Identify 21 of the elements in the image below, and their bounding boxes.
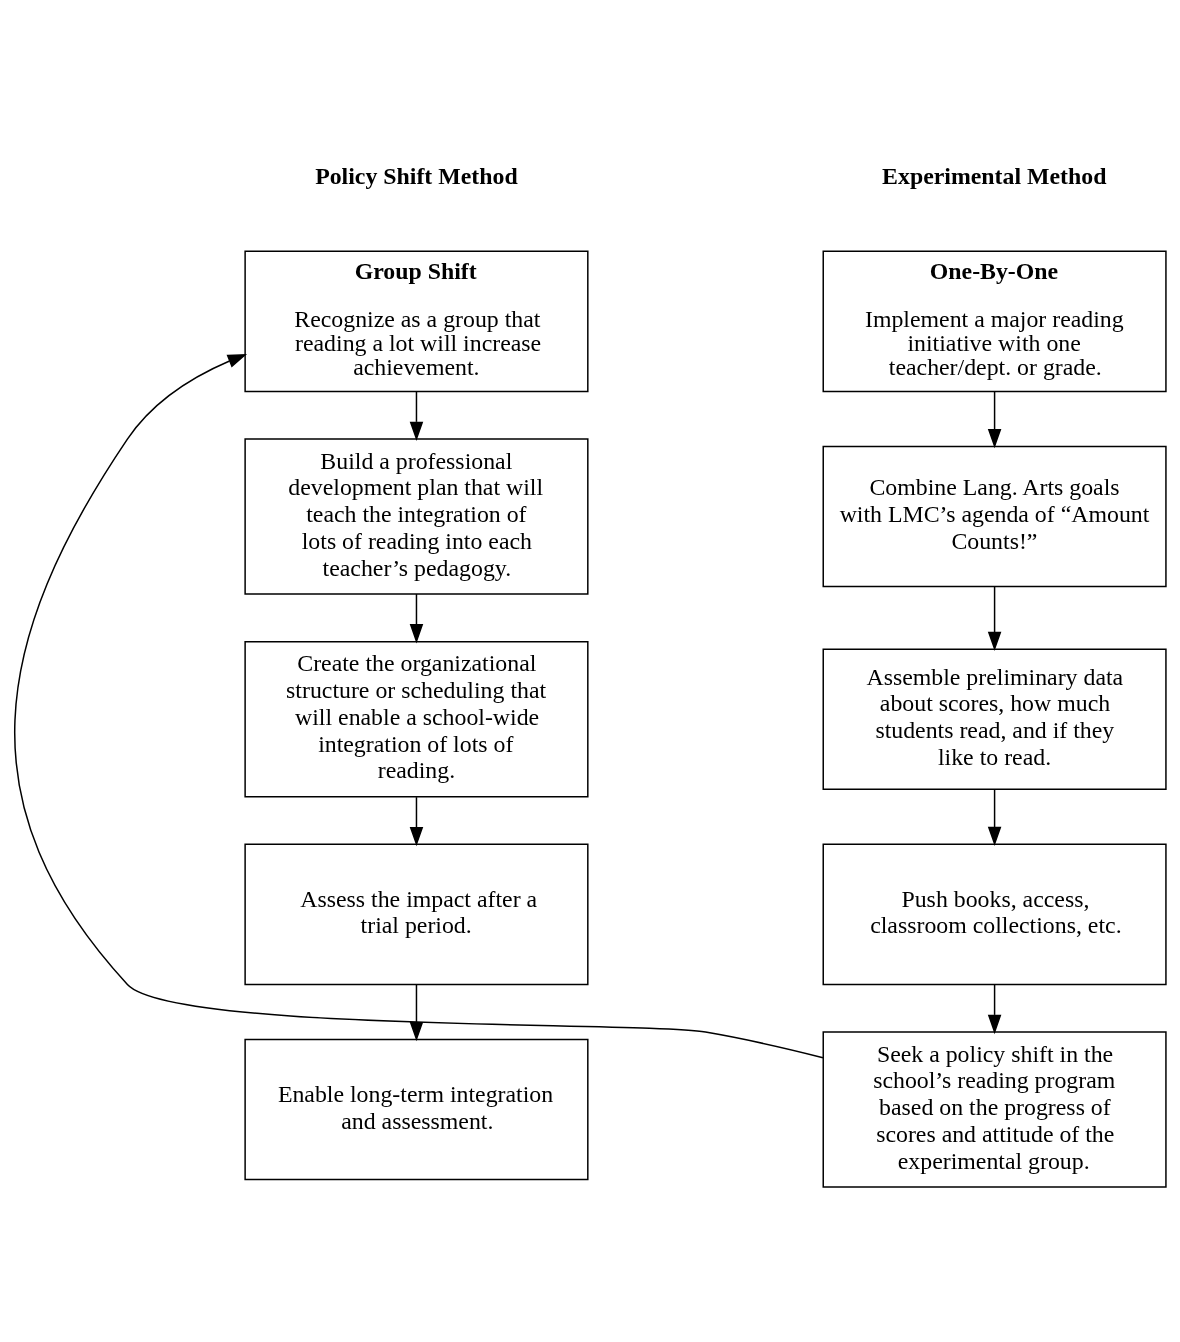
node-box: Assemble preliminary data about scores, how much students read, and if they like to read. [822, 647, 1167, 790]
node-box: Build a professional development plan that will teach the integration of lots of reading into each teacher’s pedagogy. [244, 437, 589, 595]
arrow [987, 390, 1002, 448]
arrow [409, 592, 424, 643]
node-box: Combine Lang. Arts goals with LMC’s agenda of “Amount Counts!” [822, 445, 1167, 587]
node-box: Group Shift Recognize as a group that reading a lot will increase achievement. [244, 250, 589, 392]
arrow [987, 585, 1002, 651]
node-box: Seek a policy shift in the school’s reading program based on the progress of scores and attitude of the experimental group. [822, 1030, 1167, 1188]
node-box: Enable long-term integration and assessment. [244, 1038, 589, 1180]
arrow [14, 353, 824, 1058]
arrow [409, 390, 424, 441]
node-box: Assess the impact after a trial period. [244, 843, 589, 985]
arrow [409, 983, 424, 1041]
node-box: Push books, access, classroom collections, etc. [822, 843, 1167, 985]
arrow [987, 788, 1002, 846]
node-box: One-By-One Implement a major reading initiative with one teacher/dept. or grade. [822, 250, 1167, 392]
node-box: Create the organizational structure or scheduling that will enable a school-wide integration of lots of reading. [244, 640, 589, 797]
label: Experimental Method [882, 162, 1107, 189]
arrow [409, 795, 424, 846]
arrow [987, 983, 1002, 1034]
label: Policy Shift Method [315, 162, 518, 189]
